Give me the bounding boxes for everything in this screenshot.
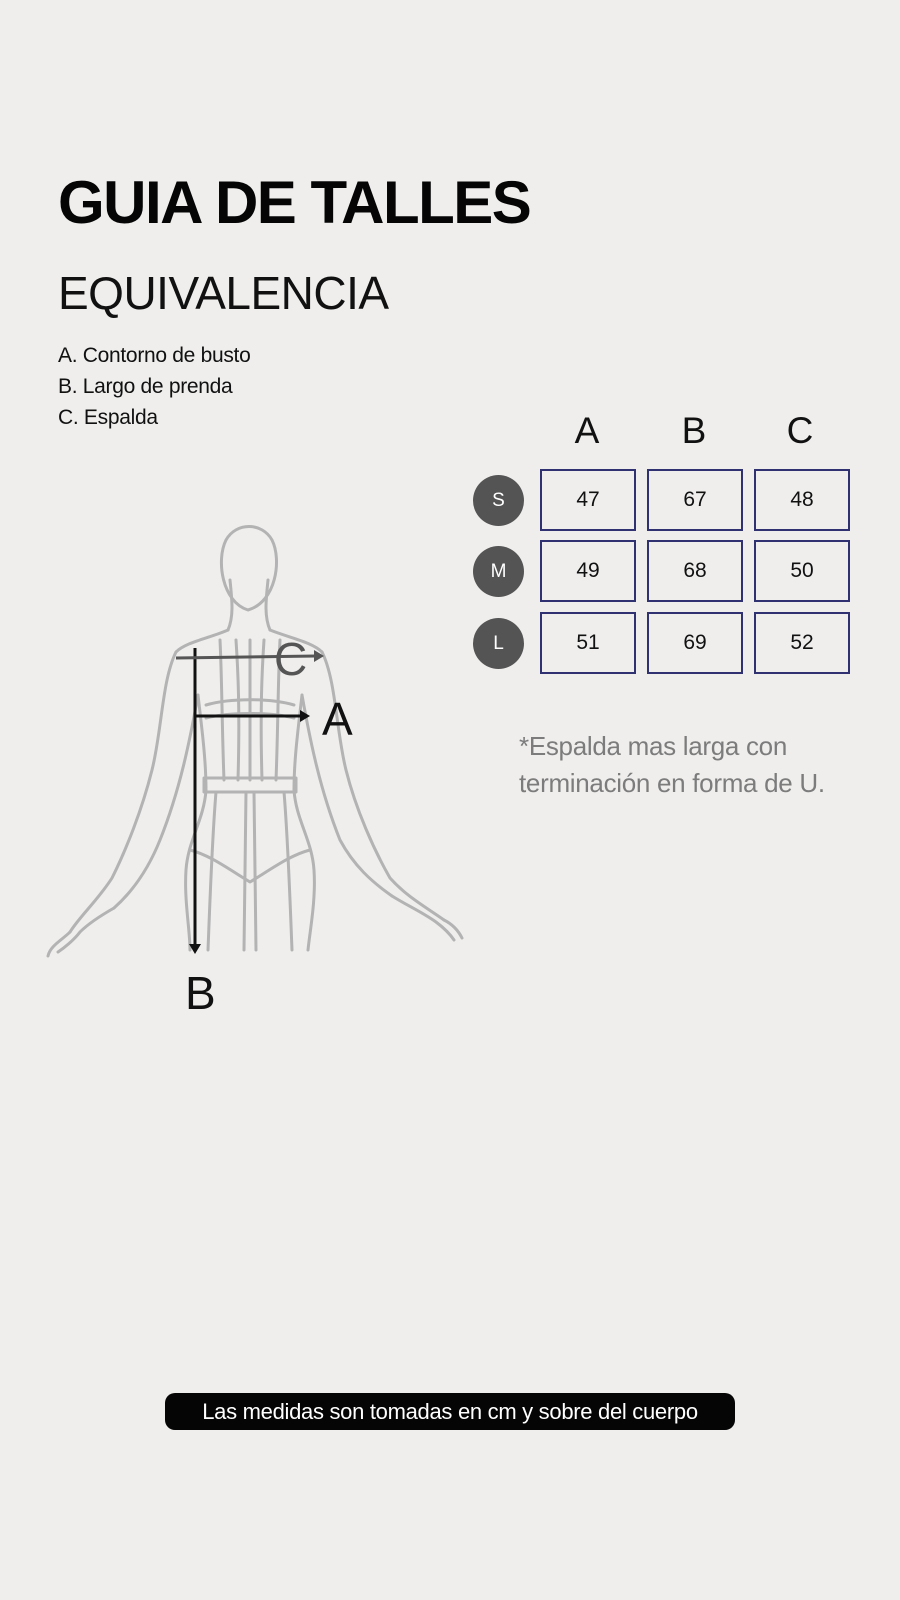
table-cell: 47: [540, 469, 636, 531]
figure-label-c: C: [274, 633, 308, 685]
table-cell: 50: [754, 540, 850, 602]
arrow-head-b: [189, 944, 201, 954]
table-cell: 48: [754, 469, 850, 531]
size-badge-m: M: [473, 546, 524, 597]
table-cell: 67: [647, 469, 743, 531]
mannequin-illustration: [46, 525, 464, 958]
table-cell: 49: [540, 540, 636, 602]
page-title: GUIA DE TALLES: [58, 169, 532, 236]
arrow-head-c: [314, 650, 324, 662]
body-figure: C A B: [40, 520, 480, 1040]
table-cell: 68: [647, 540, 743, 602]
legend-item-a: A. Contorno de busto: [58, 344, 251, 367]
back-length-note: *Espalda mas larga con terminación en fo…: [519, 731, 825, 798]
column-header-c: C: [786, 410, 814, 451]
table-cell: 69: [647, 612, 743, 674]
page-subtitle: EQUIVALENCIA: [58, 267, 389, 319]
column-header-b: B: [681, 410, 707, 451]
arrow-head-a: [300, 710, 310, 722]
column-header-a: A: [574, 410, 600, 451]
table-cell: 52: [754, 612, 850, 674]
table-cell: 51: [540, 612, 636, 674]
measurement-legend: A. Contorno de busto B. Largo de prenda …: [58, 340, 251, 433]
legend-item-c: C. Espalda: [58, 406, 158, 429]
size-badge-s: S: [473, 475, 524, 526]
figure-label-a: A: [322, 693, 353, 745]
legend-item-b: B. Largo de prenda: [58, 375, 233, 398]
figure-label-b: B: [185, 967, 216, 1019]
measurement-disclaimer: Las medidas son tomadas en cm y sobre de…: [165, 1393, 735, 1430]
size-badge-l: L: [473, 618, 524, 669]
